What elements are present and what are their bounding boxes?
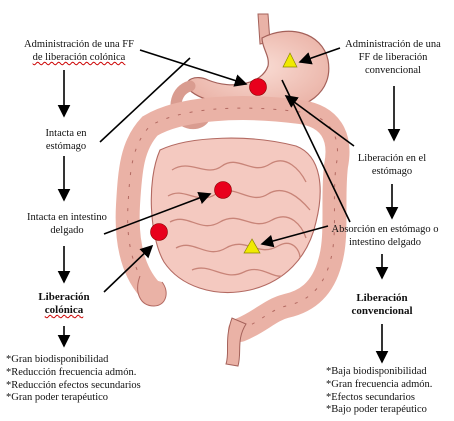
left-stomach-line2: estómago: [18, 140, 114, 153]
right-release-line1: Liberación: [334, 292, 430, 305]
colonic-ff-marker-colon: [151, 224, 168, 241]
colonic-ff-marker-stomach: [250, 79, 267, 96]
drawback-item: *Bajo poder terapéutico: [326, 404, 432, 417]
left-release-line2: colónica: [14, 304, 114, 317]
right-stomach-line1: Liberación en el: [338, 152, 446, 165]
right-drawbacks-list: *Baja biodisponibilidad *Gran frecuencia…: [326, 366, 432, 417]
left-admin-line1: Administración de una FF: [4, 38, 154, 51]
benefit-item: *Gran poder terapéutico: [6, 392, 141, 405]
right-release-line2: convencional: [334, 305, 430, 318]
rectum: [226, 318, 246, 366]
right-absorption-label: Absorción en estómago o intestino delgad…: [318, 223, 452, 249]
left-stomach-line1: Intacta en: [18, 127, 114, 140]
left-admin-label: Administración de una FF de liberación c…: [4, 38, 154, 64]
right-absorption-line2: intestino delgado: [318, 236, 452, 249]
right-absorption-line1: Absorción en estómago o: [318, 223, 452, 236]
benefit-item: *Reducción frecuencia admón.: [6, 367, 141, 380]
small-intestine: [151, 138, 320, 292]
cecum: [138, 276, 166, 306]
left-intestine-label: Intacta en intestino delgado: [12, 211, 122, 237]
drawback-item: *Baja biodisponibilidad: [326, 366, 432, 379]
colonic-ff-marker-small-intestine: [215, 182, 232, 199]
left-release-line1: Liberación: [14, 291, 114, 304]
right-stomach-line2: estómago: [338, 165, 446, 178]
right-admin-line3: convencional: [334, 64, 452, 77]
left-intestine-line1: Intacta en intestino: [12, 211, 122, 224]
left-admin-line2: de liberación colónica: [4, 51, 154, 64]
left-release-label: Liberación colónica: [14, 291, 114, 317]
right-stomach-label: Liberación en el estómago: [338, 152, 446, 178]
right-admin-line1: Administración de una: [334, 38, 452, 51]
left-benefits-list: *Gran biodisponibilidad *Reducción frecu…: [6, 354, 141, 405]
right-admin-label: Administración de una FF de liberación c…: [334, 38, 452, 77]
benefit-item: *Reducción efectos secundarios: [6, 380, 141, 393]
right-admin-line2: FF de liberación: [334, 51, 452, 64]
drawback-item: *Efectos secundarios: [326, 392, 432, 405]
drawback-item: *Gran frecuencia admón.: [326, 379, 432, 392]
left-intestine-line2: delgado: [12, 224, 122, 237]
benefit-item: *Gran biodisponibilidad: [6, 354, 141, 367]
left-stomach-label: Intacta en estómago: [18, 127, 114, 153]
right-release-label: Liberación convencional: [334, 292, 430, 318]
